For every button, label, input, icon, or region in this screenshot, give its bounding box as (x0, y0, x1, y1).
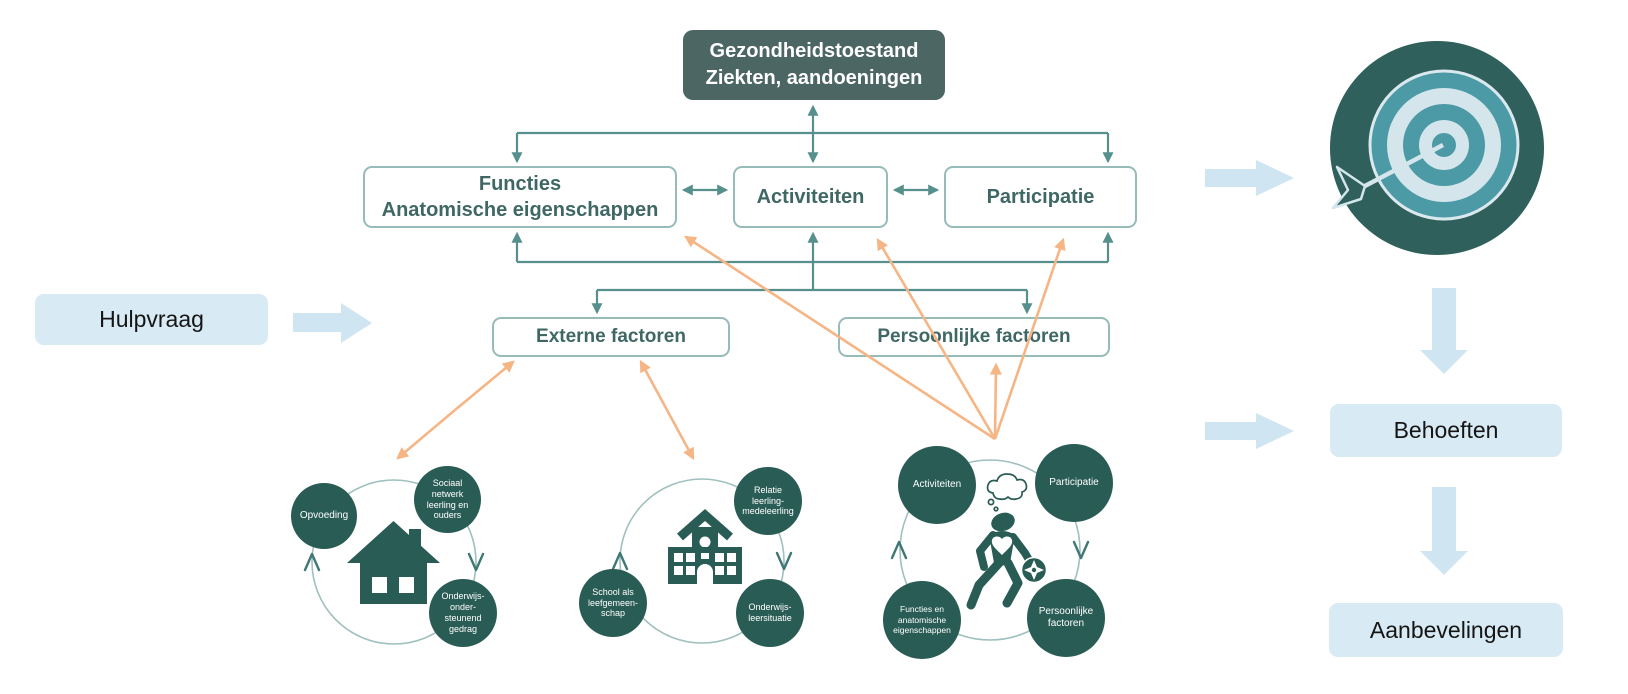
behoeften-down-arrow (1420, 487, 1468, 575)
person-icon (966, 473, 1048, 610)
circle-activiteiten: Activiteiten (898, 446, 976, 524)
circle-onderwijsondersteunend-gedrag: Onderwijs- onder- steunend gedrag (429, 579, 497, 647)
person-cycle-ring (899, 459, 1081, 641)
circle-functies-anatomische: Functies en anatomische eigenschappen (883, 581, 961, 659)
behoeften-box: Behoeften (1330, 404, 1562, 457)
flow-arrows (293, 160, 1468, 575)
activiteiten-box: Activiteiten (733, 166, 888, 228)
cycle-rings (311, 459, 1081, 645)
circle-opvoeding: Opvoeding (291, 483, 357, 549)
circle-school-als-leefgemeenschap: School als leefgemeen- schap (579, 569, 647, 637)
circle-participatie: Participatie (1035, 444, 1113, 522)
gezondheidstoestand-box: Gezondheidstoestand Ziekten, aandoeninge… (683, 30, 945, 100)
circle-sociaal-netwerk: Sociaal netwerk leerling en ouders (414, 466, 481, 533)
home-cycle-ring (311, 479, 477, 645)
circle-relatie-leerling-medeleerling: Relatie leerling- medeleerling (734, 467, 802, 535)
house-icon (347, 521, 440, 604)
aanbevelingen-box: Aanbevelingen (1329, 603, 1563, 657)
walking-figure (966, 512, 1036, 610)
to-behoeften-right-arrow (1205, 413, 1294, 449)
persoonlijke-factoren-box: Persoonlijke factoren (838, 317, 1110, 357)
dart-icon (1331, 143, 1445, 210)
hulpvraag-box: Hulpvraag (35, 294, 268, 345)
cycle-chevrons (303, 540, 1090, 572)
heart-icon (991, 536, 1013, 555)
participatie-box: Participatie (944, 166, 1137, 228)
thought-bubble-icon (986, 473, 1028, 512)
to-target-right-arrow (1205, 160, 1294, 196)
target-icon (1330, 41, 1544, 255)
school-icon (668, 509, 742, 584)
hulpvraag-right-arrow (293, 303, 372, 343)
target-down-arrow (1420, 288, 1468, 374)
circle-onderwijs-leersituatie: Onderwijs- leersituatie (736, 579, 804, 647)
functies-box: Functies Anatomische eigenschappen (363, 166, 677, 228)
school-cycle-ring (619, 478, 785, 644)
circle-persoonlijke-factoren: Persoonlijke factoren (1027, 579, 1105, 657)
ball-icon (1020, 556, 1048, 584)
externe-factoren-box: Externe factoren (492, 317, 730, 357)
